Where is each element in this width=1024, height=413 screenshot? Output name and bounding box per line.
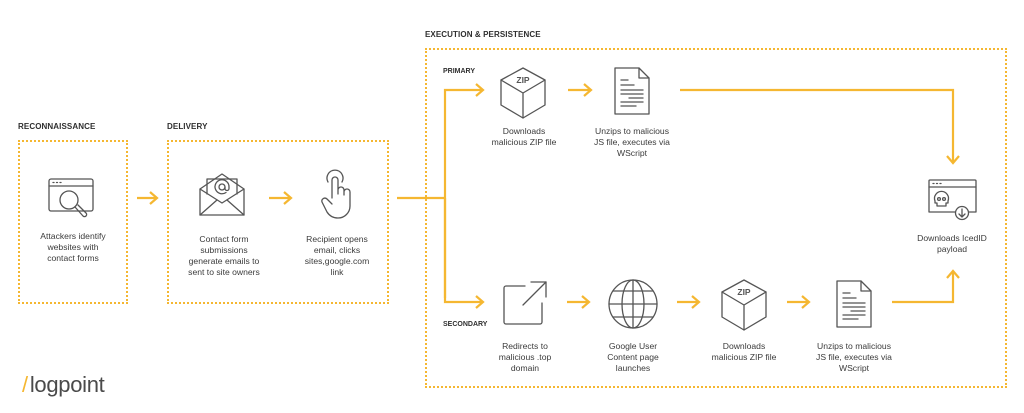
stage-heading-reconnaissance: RECONNAISSANCE <box>18 122 96 131</box>
arrow-globe-to-zip <box>677 295 701 309</box>
arrow-redirect-to-globe <box>567 295 591 309</box>
arrow-recon-to-delivery <box>137 191 159 205</box>
step-caption-recipient-opens: Recipient opens email, clicks sites,goog… <box>304 234 370 277</box>
zip-box-icon: ZIP <box>721 279 767 331</box>
arrow-secondary-to-final <box>892 269 960 304</box>
document-icon <box>614 67 650 115</box>
step-caption-recon: Attackers identify websites with contact… <box>40 231 106 263</box>
step-caption-contact-form: Contact form submissions generate emails… <box>188 234 260 277</box>
step-caption-final-payload: Downloads IcedID payload <box>917 233 987 254</box>
stage-heading-delivery: DELIVERY <box>167 122 208 131</box>
document-icon <box>836 280 872 328</box>
zip-box-icon: ZIP <box>500 67 546 119</box>
arrow-zip-to-doc-primary <box>568 83 593 97</box>
step-caption-redirect: Redirects to malicious .top domain <box>498 341 552 373</box>
logo-wordmark: logpoint <box>29 372 105 397</box>
arrow-email-to-hand <box>269 191 293 205</box>
step-caption-google-user-content: Google User Content page launches <box>607 341 659 373</box>
arrow-split-to-secondary <box>443 198 485 309</box>
external-link-icon <box>503 281 547 325</box>
svg-text:ZIP: ZIP <box>737 287 751 297</box>
step-caption-secondary-zip: Downloads malicious ZIP file <box>711 341 777 362</box>
step-caption-secondary-doc: Unzips to malicious JS file, executes vi… <box>816 341 892 373</box>
stage-heading-execution: EXECUTION & PERSISTENCE <box>425 30 541 39</box>
logo-slash: / <box>22 372 28 397</box>
browser-skull-download-icon <box>928 179 977 221</box>
stage-box-delivery <box>167 140 389 304</box>
logpoint-logo: /logpoint <box>22 372 105 398</box>
arrow-primary-to-final <box>680 88 960 165</box>
browser-search-icon <box>48 178 94 218</box>
step-caption-primary-zip: Downloads malicious ZIP file <box>491 126 557 147</box>
svg-text:ZIP: ZIP <box>516 75 530 85</box>
email-at-icon <box>199 173 245 216</box>
arrow-zip-to-doc-secondary <box>787 295 811 309</box>
stage-box-reconnaissance <box>18 140 128 304</box>
globe-icon <box>608 279 658 329</box>
branch-label-secondary: SECONDARY <box>443 321 488 328</box>
step-caption-primary-doc: Unzips to malicious JS file, executes vi… <box>594 126 670 158</box>
stage-box-execution <box>425 48 1007 388</box>
pointer-hand-icon <box>321 169 351 219</box>
branch-label-primary: PRIMARY <box>443 68 476 75</box>
